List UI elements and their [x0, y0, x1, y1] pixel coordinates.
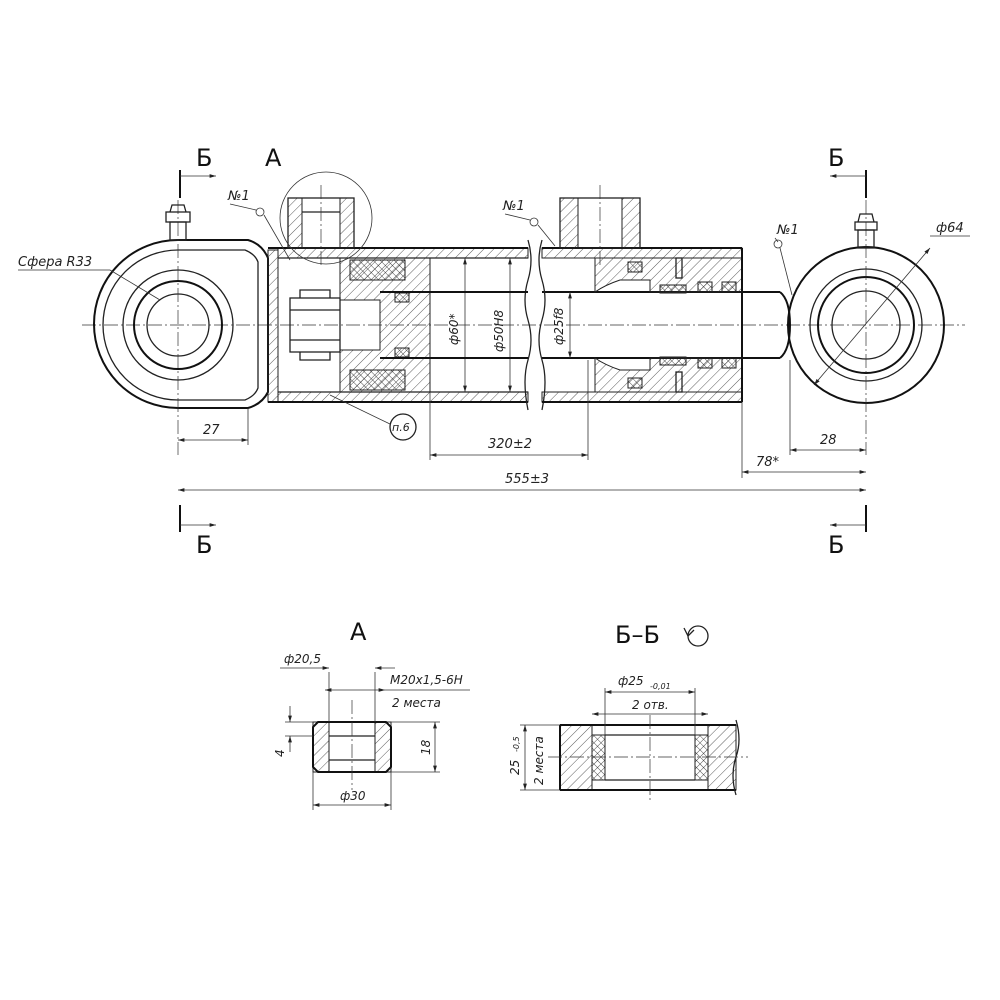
main-dimensions: ф60* ф50H8 ф25f8 27 320±2 28 78* 555±3: [178, 307, 866, 492]
cyl-id-dim: ф50H8: [492, 309, 506, 352]
section-mark-bottom-left: Б: [196, 531, 212, 559]
callouts: №1 №1 №1 Сфера R33 ф64 п.6: [18, 189, 970, 441]
section-mark-bottom-right: Б: [828, 531, 844, 559]
detail-a-height: 18: [419, 739, 433, 755]
detail-a-title: A: [350, 618, 367, 646]
section-bb-view: Б–Б ф25 -0,01 2 отв. 25 -0,5 2 места: [508, 621, 748, 800]
port-mark-left: №1: [227, 189, 250, 204]
detail-a-mark: A: [265, 144, 282, 172]
rotated-arrow-icon: [683, 627, 695, 637]
sphere-callout: Сфера R33: [18, 255, 92, 270]
rod-dia-dim: ф25f8: [552, 307, 566, 345]
detail-a-outer: ф30: [340, 789, 366, 803]
section-bb-width-tol: -0,5: [512, 736, 521, 752]
section-bb-width: 25: [508, 760, 522, 775]
item-ref: п.6: [392, 421, 410, 434]
detail-a-depth: 4: [273, 749, 287, 757]
stroke-dim: 320±2: [488, 437, 532, 452]
main-view: Б Б Б Б A №1 №1 №1: [18, 144, 970, 559]
section-bb-places: 2 места: [532, 736, 546, 785]
bore-dim: ф60*: [447, 313, 461, 345]
right-eye-offset-dim: 28: [820, 433, 837, 448]
section-mark-top-left: Б: [196, 144, 212, 172]
detail-a-counterbore: ф20,5: [284, 652, 321, 666]
rod-extension-dim: 78*: [756, 455, 780, 470]
detail-a-view: A ф20,5 M20x1,5-6H 2 места 4 18 ф30: [273, 618, 470, 810]
section-bb-title: Б–Б: [615, 621, 660, 649]
detail-a-places: 2 места: [392, 696, 441, 710]
left-eye-offset-dim: 27: [203, 423, 220, 438]
port-mark-right: №1: [776, 223, 799, 238]
cylinder-body-right: [538, 185, 743, 411]
overall-length-dim: 555±3: [505, 472, 549, 487]
section-bb-bore: ф25: [618, 674, 644, 688]
section-bb-chamfers: 2 отв.: [632, 698, 669, 712]
eye-dia-callout: ф64: [936, 221, 964, 236]
section-bb-bore-tol: -0,01: [650, 682, 671, 691]
section-marks: Б Б Б Б A: [179, 144, 867, 559]
section-mark-top-right: Б: [828, 144, 844, 172]
rotated-view-icon: [687, 625, 709, 647]
left-eye: [93, 200, 269, 455]
right-eye: [787, 200, 945, 455]
detail-a-thread: M20x1,5-6H: [390, 673, 463, 687]
port-mark-mid: №1: [502, 199, 525, 214]
